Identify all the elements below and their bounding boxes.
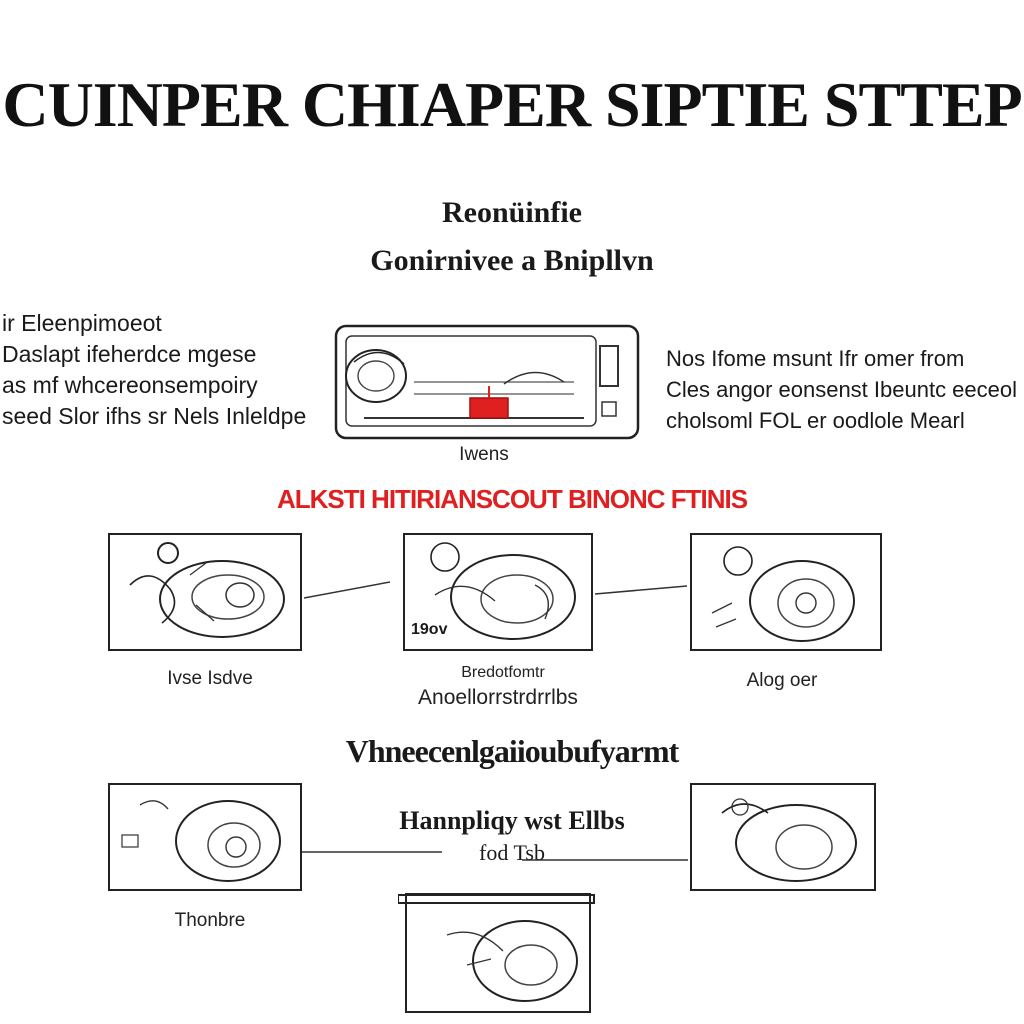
left-note-line: seed Slor ifhs sr Nels Inleldpe [2,403,307,429]
step-caption-3: Alog oer [746,670,818,691]
step-number: 19ov [411,621,448,638]
right-note: Nos Ifome msunt Ifr omer from Cles angor… [666,343,1017,436]
right-note-line: Cles angor eonsenst Ibeuntc eeceol [666,377,1018,402]
subtitle-line-2: Gonirnivee a Bnipllvn [370,244,654,277]
section-2-subtitle-2: fod Tsb [479,840,545,865]
section-2-subtitle: Hannpliqy wst Ellbs [399,806,625,835]
connector-bar [398,893,598,907]
section-2-panel-2 [690,783,876,891]
step-caption-2b: Anoellorrstrdrrlbs [418,686,578,709]
connector-line [304,578,394,602]
section-2-panel-1 [108,783,302,891]
subtitle-line-1: Reonüinfie [441,196,582,229]
step-panel-1 [108,533,302,651]
right-note-line: Nos Ifome msunt Ifr omer from [666,346,965,371]
left-note-line: ir Eleenpimoeot [2,310,162,336]
section-2-title: Vhneecenlgaiioubufyarmt [345,733,680,769]
step-caption-1: Ivse Isdve [167,668,253,689]
step-panel-3 [690,533,882,651]
step-panel-2: 19ov [403,533,593,651]
device-caption: Iwens [459,444,509,465]
page-title: CUINPER CHIAPER SIPTIE STTEP [2,69,1022,140]
connector-line [595,582,689,598]
section-2-panel-3 [405,893,591,1013]
left-note: ir Eleenpimoeot Daslapt ifeherdce mgese … [2,308,306,432]
connector-line [302,848,692,864]
device-illustration [334,322,644,444]
left-note-line: Daslapt ifeherdce mgese [2,341,257,367]
red-component-highlight [469,397,509,419]
step-caption-2: Bredotfomtr [461,664,545,681]
left-note-line: as mf whcereonsempoiry [2,372,258,398]
red-heading: ALKSTI HITIRIANSCOUT BINONC FTINIS [276,484,748,514]
right-note-line: cholsoml FOL er oodlole Mearl [666,408,965,433]
section-2-caption: Thonbre [174,910,246,931]
